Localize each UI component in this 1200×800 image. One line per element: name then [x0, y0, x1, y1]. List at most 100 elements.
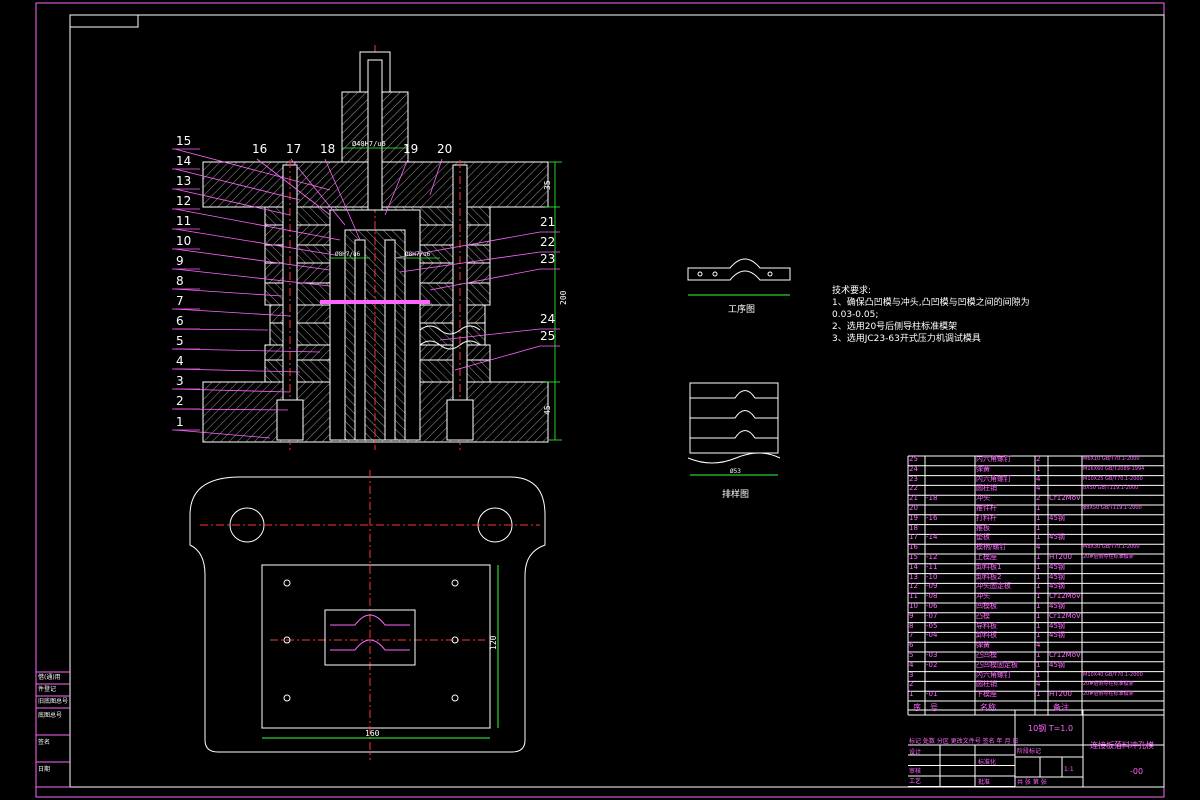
bom-cell-r24-c1: -01: [926, 690, 938, 699]
bom-cell-r20-c0: 5: [909, 651, 914, 659]
title-craft: 工艺: [909, 778, 922, 785]
bom-cell-r17-c4: 45钢: [1049, 621, 1065, 630]
plan-view: [189, 470, 546, 760]
bom-cell-r18-c1: -04: [926, 631, 938, 640]
part-label-3: 3: [176, 374, 184, 388]
title-approve: 批准: [978, 779, 991, 786]
bom-cell-r1-c5: M16X60 GB/T2089-1994: [1083, 465, 1145, 472]
bom-cell-r22-c0: 3: [909, 670, 914, 679]
title-review: 审核: [909, 768, 922, 775]
bom-header-4: 备注: [1053, 703, 1069, 712]
bom-cell-r2-c2: 内六角螺钉: [976, 474, 1011, 483]
side-stamp-1: 件登记: [38, 686, 57, 693]
part-label-5: 5: [176, 334, 184, 348]
bom-cell-r21-c2: 凸凹模固定板: [976, 660, 1018, 669]
part-label-16: 16: [252, 142, 268, 156]
bom-cell-r24-c3: 1: [1036, 690, 1041, 699]
inner-border: [69, 14, 1165, 788]
bom-cell-r14-c0: 11: [909, 592, 918, 601]
title-sheet: 共 张 第 张: [1017, 779, 1047, 786]
bom-cell-r13-c2: 冲头固定板: [976, 582, 1011, 591]
part-label-4: 4: [176, 354, 184, 368]
side-stamp-4: 签名: [38, 739, 51, 746]
bom-cell-r13-c0: 12: [909, 582, 918, 591]
bom-cell-r19-c3: 4: [1036, 641, 1041, 650]
part-label-25: 25: [540, 329, 556, 343]
bom-cell-r11-c3: 1: [1036, 562, 1041, 571]
bom-cell-r17-c3: 1: [1036, 621, 1041, 630]
side-stamp-2: 旧底图总号: [38, 698, 69, 705]
part-label-6: 6: [176, 314, 184, 328]
bom-cell-r22-c5: M10X40 GB/T70.1-2000: [1083, 671, 1143, 678]
title-stage: 阶段标记: [1017, 748, 1042, 755]
bom-cell-r13-c4: 45钢: [1049, 582, 1065, 591]
tech-line-3: 2、选用20号后侧导柱标准模架: [832, 322, 958, 332]
bom-cell-r1-c3: 1: [1036, 464, 1041, 473]
tech-line-2: 0.03-0.05;: [832, 310, 879, 320]
bom-cell-r16-c4: Cr12MoV: [1049, 611, 1081, 620]
bom-cell-r1-c0: 24: [909, 464, 918, 473]
part-label-19: 19: [403, 142, 419, 156]
bom-cell-r18-c4: 45钢: [1049, 631, 1065, 640]
bom-cell-r14-c1: -08: [926, 592, 938, 601]
bom-cell-r18-c2: 卸料板: [976, 631, 997, 640]
part-label-11: 11: [176, 214, 192, 228]
bom-cell-r7-c2: 推板: [976, 523, 990, 532]
bom-cell-r0-c2: 内六角螺钉: [976, 455, 1011, 463]
bom-cell-r24-c5: 20#后侧导柱标准模架: [1083, 691, 1134, 698]
bom-cell-r14-c3: 1: [1036, 592, 1041, 601]
bom-cell-r16-c1: -07: [926, 611, 938, 620]
bom-cell-r6-c4: 45钢: [1049, 513, 1065, 522]
bom-cell-r12-c1: -10: [926, 572, 938, 581]
bom-cell-r15-c3: 1: [1036, 602, 1041, 610]
bom-cell-r20-c1: -03: [926, 651, 938, 659]
bom-cell-r24-c2: 下模座: [976, 690, 997, 699]
tech-title: 技术要求:: [832, 286, 872, 296]
layout-sketch: [687, 382, 781, 476]
part-label-12: 12: [176, 194, 192, 208]
side-stamp-5: 日期: [38, 766, 51, 773]
bom-cell-r10-c4: HT200: [1049, 553, 1072, 561]
bom-cell-r21-c4: 45钢: [1049, 660, 1065, 669]
bom-cell-r23-c3: 4: [1036, 680, 1041, 689]
bom-cell-r15-c2: 凹模板: [976, 602, 997, 610]
bom-cell-r5-c5: ϕ8X50 GB/T119.1-2000: [1083, 505, 1142, 511]
bom-cell-r17-c2: 导料板: [976, 621, 997, 630]
bom-cell-r1-c2: 弹簧: [976, 464, 990, 473]
bom-cell-r8-c1: -14: [926, 533, 938, 542]
part-label-1: 1: [176, 415, 184, 429]
bom-cell-r9-c2: 模柄/螺钉: [976, 543, 1007, 552]
bom-cell-r23-c5: 20#后侧导柱标准模架: [1083, 681, 1134, 688]
title-scale: 1:1: [1064, 766, 1074, 773]
bom-cell-r10-c5: 20#后侧导柱标准模架: [1083, 554, 1134, 560]
bom-cell-r11-c1: -11: [926, 562, 938, 571]
bom-cell-r4-c1: -18: [926, 494, 938, 503]
bom-header-0: 序: [913, 703, 921, 712]
bom-cell-r20-c2: 凸凹模: [976, 651, 997, 659]
bom-cell-r6-c0: 19: [909, 513, 918, 522]
bom-cell-r10-c1: -12: [926, 553, 938, 561]
bom-cell-r5-c3: 1: [1036, 504, 1041, 512]
title-design: 设计: [909, 749, 922, 756]
title-std: 标准化: [978, 759, 997, 766]
bom-cell-r3-c3: 4: [1036, 484, 1041, 493]
bom-cell-r8-c4: 45钢: [1049, 533, 1065, 542]
bom-cell-r24-c4: HT200: [1049, 690, 1072, 699]
bom-cell-r19-c2: 弹簧: [976, 641, 990, 650]
bom-cell-r6-c1: -16: [926, 513, 938, 522]
corner-box: [69, 14, 139, 28]
bom-header-2: 名称: [980, 703, 996, 712]
bom-cell-r2-c0: 23: [909, 474, 918, 483]
side-stamp-3: 底图总号: [38, 712, 63, 719]
bom-cell-r4-c3: 2: [1036, 494, 1041, 503]
bom-cell-r8-c2: 垫板: [976, 533, 990, 542]
part-label-24: 24: [540, 312, 556, 326]
bom-cell-r0-c5: M6X10 GB/T70.1-2000: [1083, 456, 1140, 462]
bom-cell-r4-c2: 冲头: [976, 494, 990, 503]
bom-cell-r12-c0: 13: [909, 572, 918, 581]
title-block: [907, 455, 1165, 787]
bom-cell-r14-c2: 冲头: [976, 592, 990, 601]
part-label-21: 21: [540, 215, 556, 229]
bom-cell-r12-c3: 1: [1036, 572, 1041, 581]
